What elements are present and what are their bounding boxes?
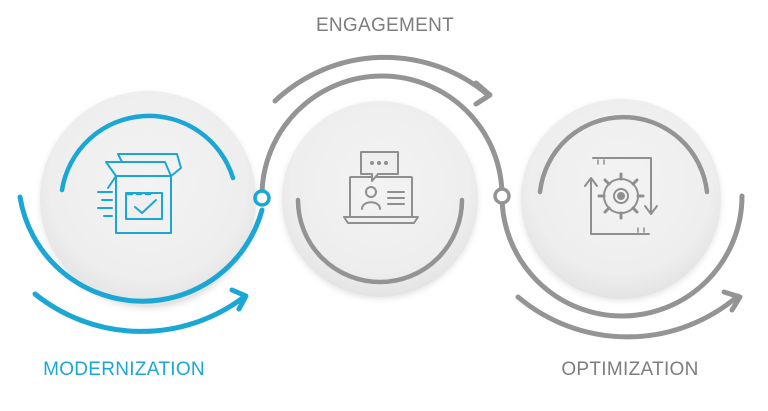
optimization-arrow: [515, 293, 741, 340]
box-checklist-icon: [97, 153, 182, 234]
laptop-chat-user-icon: [343, 151, 419, 224]
gear-cycle-icon: [584, 157, 658, 235]
engagement-inner-arc: [295, 197, 465, 285]
engagement-outer-arc: [259, 73, 505, 199]
optimization-inner-arc: [537, 114, 710, 195]
node-engagement-optimization: [493, 187, 511, 205]
stage-label-modernization: MODERNIZATION: [43, 359, 205, 380]
stage-label-optimization: OPTIMIZATION: [561, 359, 699, 380]
modernization-inner-arc: [59, 113, 236, 193]
engagement-arrow: [272, 54, 491, 104]
disc-engagement: [282, 101, 478, 297]
modernization-arrow: [32, 291, 247, 334]
modernization-outer-arc: [17, 194, 265, 304]
node-modernization-engagement: [253, 189, 271, 207]
stage-label-engagement: ENGAGEMENT: [315, 15, 455, 36]
optimization-outer-arc: [499, 193, 745, 319]
